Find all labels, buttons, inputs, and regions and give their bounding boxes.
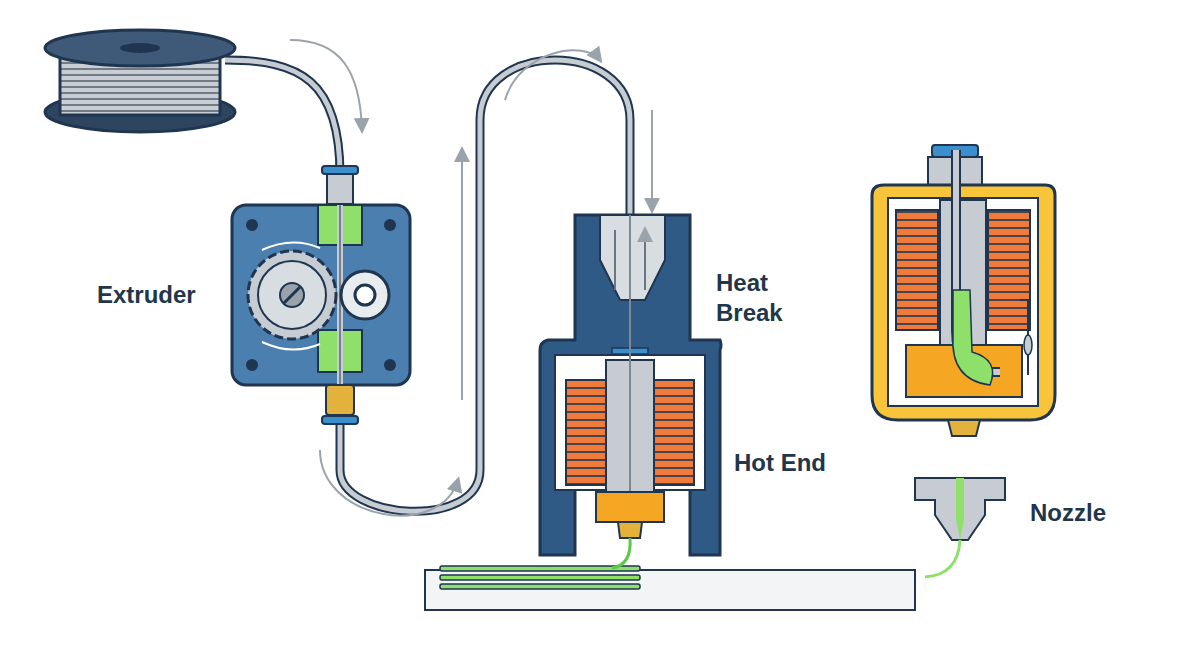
part-label: Heat Break — [716, 268, 811, 328]
hot-end-cutaway — [872, 145, 1055, 436]
part-label: Extruder — [97, 280, 237, 310]
nozzle-detail — [915, 478, 1005, 577]
part-label: Hot End — [734, 448, 864, 478]
hot-end-assembly — [540, 215, 721, 568]
print-bed — [425, 566, 915, 610]
filament-spool — [45, 30, 235, 132]
part-label: Nozzle — [1030, 498, 1150, 528]
extruder-motor — [232, 166, 410, 424]
